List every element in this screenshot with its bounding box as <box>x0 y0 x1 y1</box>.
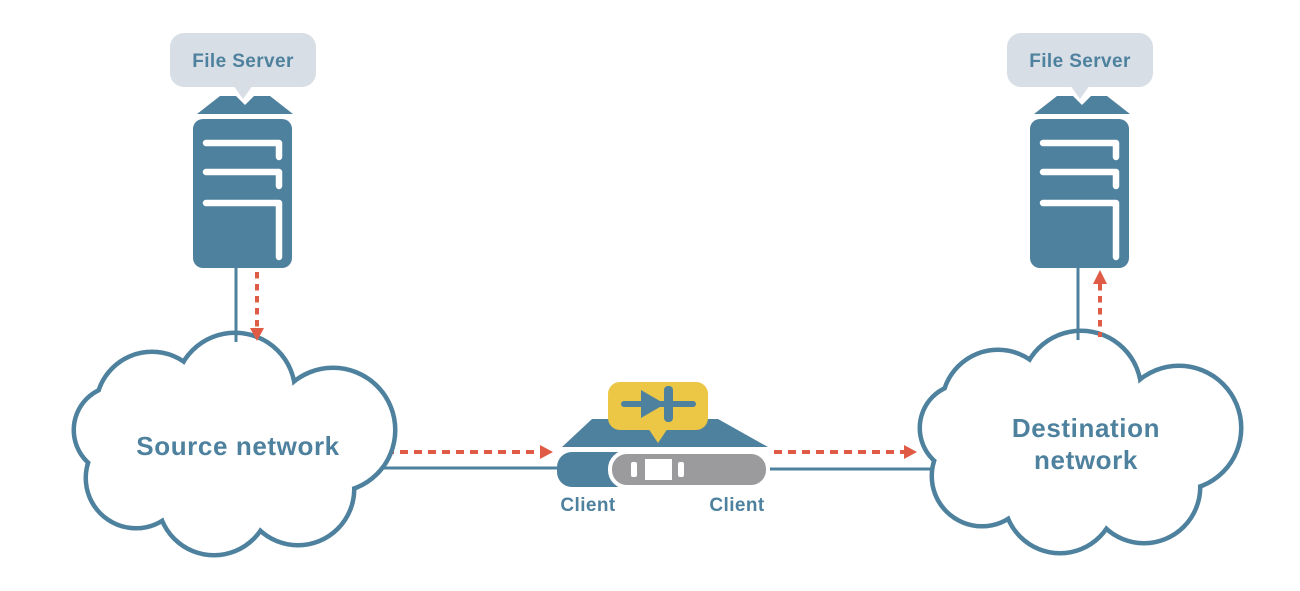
flow-arrowhead-right-icon <box>540 445 553 459</box>
server-icon <box>193 96 293 268</box>
device-vent-left <box>631 462 637 477</box>
device-client-label-left: Client <box>560 495 615 516</box>
diode-badge <box>608 382 708 443</box>
destination-network-label-line2: network <box>1034 445 1138 475</box>
link-source-server-to-network <box>234 268 264 342</box>
source-server-label: File Server <box>192 51 294 72</box>
source-network-cloud: Source network <box>76 335 393 553</box>
device-client-label-right: Client <box>709 495 764 516</box>
source-file-server-node: File Server <box>170 33 316 268</box>
data-diode-icon <box>621 386 696 422</box>
data-diode-device: Client Client <box>557 382 770 516</box>
link-destination-network-to-server <box>1076 268 1107 340</box>
flow-arrowhead-up-icon <box>1093 270 1107 284</box>
destination-server-label: File Server <box>1029 51 1131 72</box>
device-slot <box>645 459 672 480</box>
diode-badge-tail <box>648 428 668 443</box>
destination-network-label-line1: Destination <box>1012 413 1160 443</box>
link-device-to-destination-network <box>766 445 945 471</box>
device-vent-right <box>678 462 684 477</box>
server-icon <box>1030 96 1130 268</box>
link-source-network-to-device <box>378 445 565 470</box>
destination-file-server-node: File Server <box>1007 33 1153 268</box>
flow-arrowhead-right-icon <box>904 445 917 459</box>
source-network-label: Source network <box>136 431 339 461</box>
flow-arrowhead-down-icon <box>250 328 264 341</box>
